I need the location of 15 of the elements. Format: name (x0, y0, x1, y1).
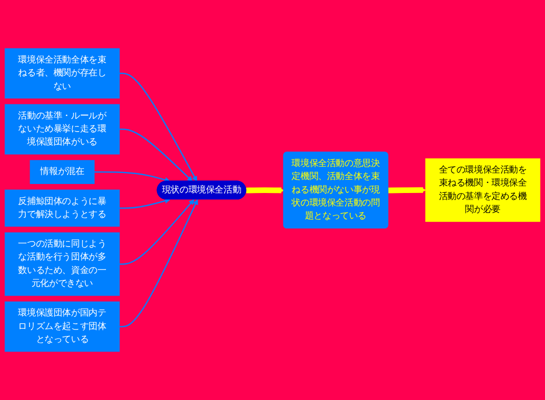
arrow (119, 128, 193, 182)
arrow (119, 72, 198, 182)
node-box: 活動の基準・ルールがないため暴挙に走る環境保護団体がいる (4, 104, 120, 154)
arrow (246, 187, 284, 194)
arrow (388, 187, 426, 194)
arrow (94, 171, 170, 183)
arrow (119, 199, 198, 328)
node-box: 環境保護団体が国内テロリズムを起こす団体となっている (4, 302, 120, 352)
node-box: 一つの活動に同じような活動を行う団体が多数いるため、資金の一元化ができない (4, 232, 120, 296)
node-box: 反捕鯨団体のように暴力で解決しようとする (4, 190, 120, 227)
node-box: 全ての環境保全活動を束ねる機関・環境保全活動の基準を定める機関が必要 (425, 158, 540, 222)
node-box: 情報が混在 (30, 160, 95, 184)
node-box: 環境保全活動全体を束ねる者、機関が存在しない (4, 48, 120, 98)
arrow (119, 198, 170, 209)
arrow (119, 199, 194, 265)
